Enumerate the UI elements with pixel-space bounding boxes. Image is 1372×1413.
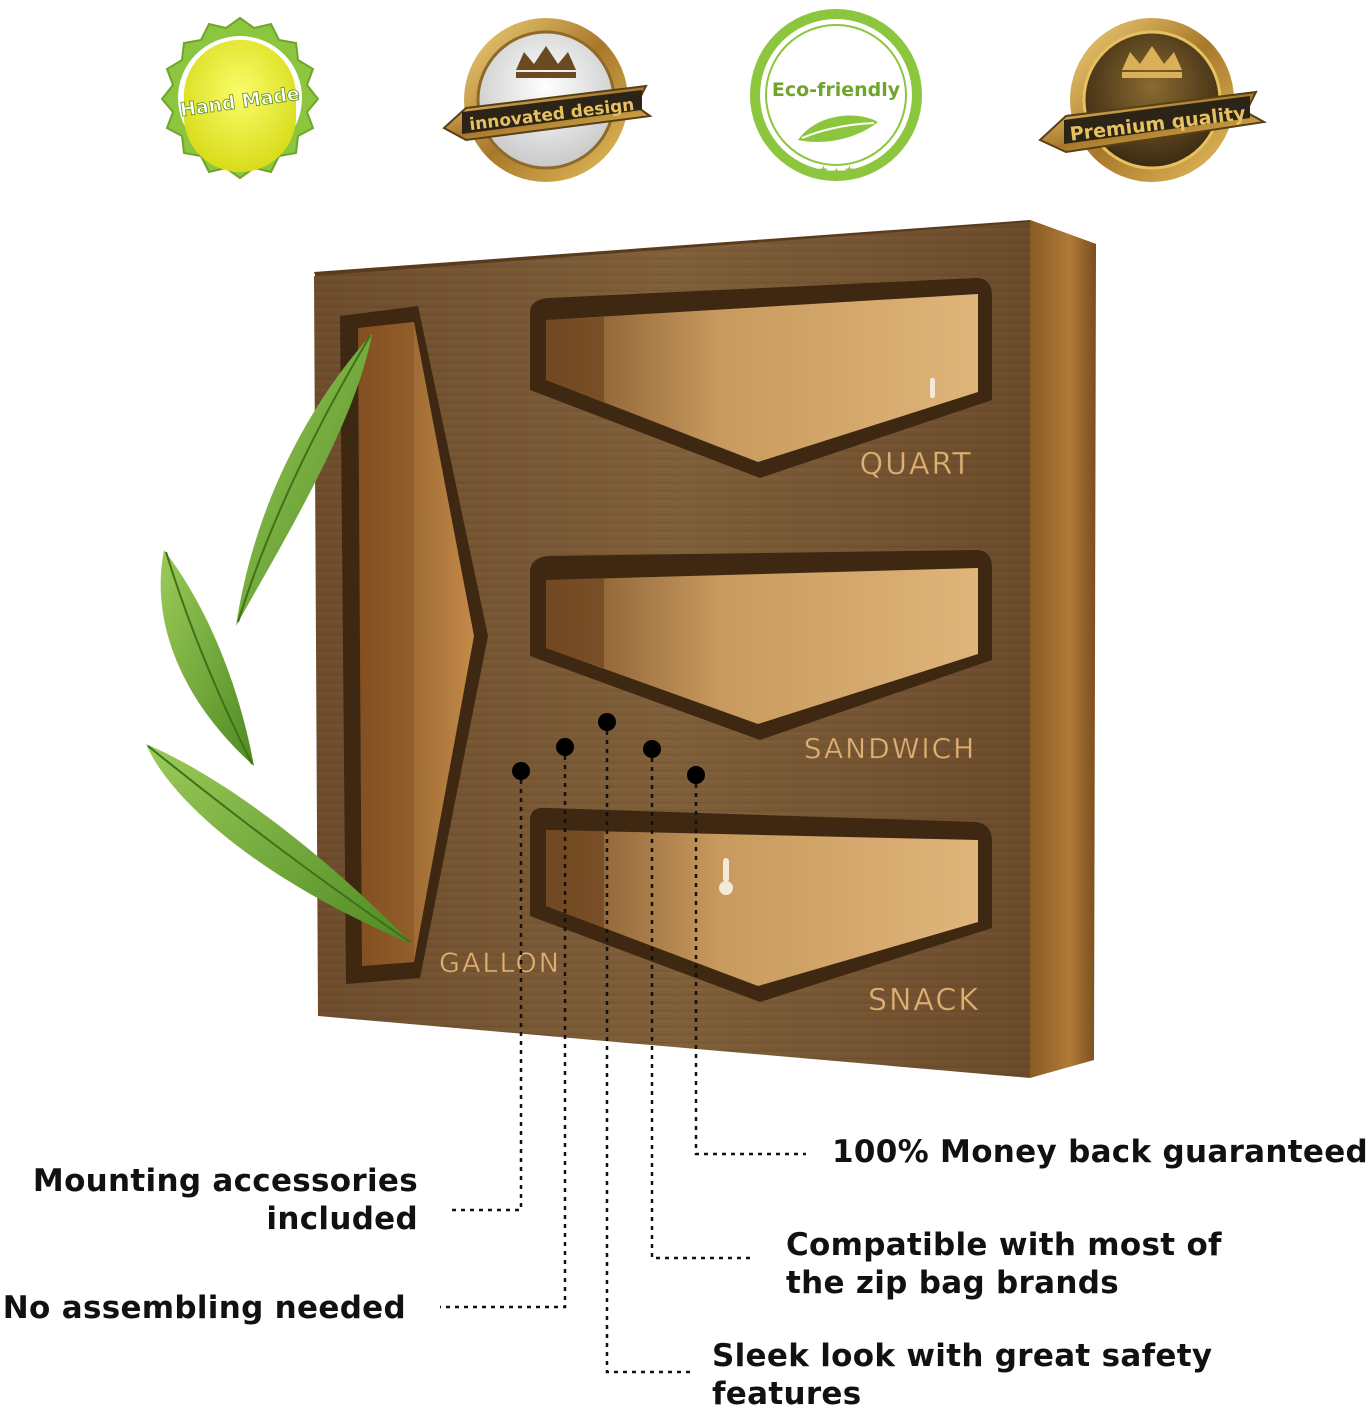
gallon-label: GALLON [439, 948, 561, 979]
eco-friendly-badge: Eco-friendly ★ ★ ★ [750, 9, 922, 181]
callout-line: Mounting accessories [32, 1163, 418, 1199]
star-icon: ★ [844, 163, 855, 177]
leaf-icon [160, 550, 254, 766]
callout-dot-sleek [598, 713, 616, 731]
snack-label: SNACK [868, 983, 980, 1018]
callout-dot-mounting [512, 762, 530, 780]
star-icon: ★ [831, 165, 842, 179]
keyhole-icon [719, 858, 733, 895]
callout-compatible: Compatible with most of the zip bag bran… [786, 1226, 1222, 1302]
callout-line: Sleek look with great safety [712, 1338, 1213, 1374]
callout-line: No assembling needed [2, 1290, 406, 1326]
callout-line: Compatible with most of [786, 1227, 1222, 1263]
callout-dot-money-back [687, 766, 705, 784]
badge-label: Eco-friendly [772, 79, 901, 101]
callout-line: included [266, 1201, 418, 1237]
callout-mounting: Mounting accessories included [0, 1162, 418, 1238]
premium-quality-badge: Premium quality [1038, 18, 1268, 182]
sandwich-label: SANDWICH [804, 732, 977, 765]
callout-sleek: Sleek look with great safety features [712, 1337, 1212, 1413]
callout-line: features [712, 1376, 862, 1412]
callout-no-assembly: No assembling needed [0, 1289, 406, 1327]
callout-line: the zip bag brands [786, 1265, 1119, 1301]
crown-icon [516, 46, 576, 70]
leader-line-money-back [694, 784, 806, 1156]
leader-line-no-assembly [440, 756, 567, 1309]
leaf-icon [236, 334, 372, 626]
innovated-design-badge: innovated design [442, 18, 653, 182]
callout-dot-compatible [643, 740, 661, 758]
box-right-side [1030, 220, 1096, 1078]
leaf-icon [798, 115, 878, 142]
quart-label: QUART [859, 447, 972, 482]
hand-made-badge: Hand Made [160, 16, 320, 180]
leaf-icon [146, 744, 412, 944]
callout-line: 100% Money back guaranteed [832, 1134, 1369, 1170]
callout-dot-no-assembly [556, 738, 574, 756]
leader-line-sleek [605, 731, 690, 1374]
bamboo-leaves [146, 334, 412, 944]
callout-money-back: 100% Money back guaranteed [832, 1133, 1368, 1171]
star-icon: ★ [818, 163, 829, 177]
crown-icon [1122, 46, 1182, 70]
keyhole-icon [930, 378, 935, 398]
